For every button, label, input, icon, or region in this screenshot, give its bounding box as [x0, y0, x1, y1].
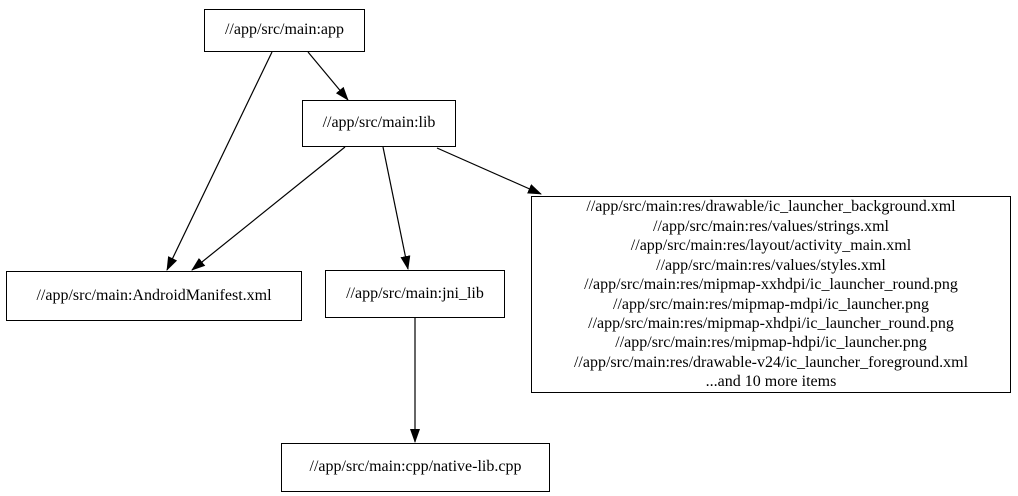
node-label-android-manifest: //app/src/main:AndroidManifest.xml: [36, 286, 272, 304]
graph-node-jni-lib: //app/src/main:jni_lib: [325, 270, 505, 318]
resource-item: //app/src/main:res/mipmap-xhdpi/ic_launc…: [588, 314, 954, 332]
graph-node-android-manifest: //app/src/main:AndroidManifest.xml: [6, 271, 302, 321]
resource-item: //app/src/main:res/mipmap-xxhdpi/ic_laun…: [584, 276, 958, 294]
graph-node-app: //app/src/main:app: [204, 9, 365, 52]
edge-lib-to-resources: [436, 147, 542, 195]
resource-more-items: ...and 10 more items: [705, 373, 837, 391]
node-label-lib: //app/src/main:lib: [322, 114, 436, 132]
resource-item: //app/src/main:res/values/strings.xml: [653, 217, 889, 235]
graph-node-native-lib-cpp: //app/src/main:cpp/native-lib.cpp: [281, 443, 550, 492]
node-label-jni-lib: //app/src/main:jni_lib: [346, 284, 484, 302]
edge-lib-to-jni-lib: [382, 146, 411, 270]
edge-app-to-manifest: [166, 51, 273, 271]
resource-item: //app/src/main:res/layout/activity_main.…: [630, 237, 912, 255]
resource-item: //app/src/main:res/drawable-v24/ic_launc…: [573, 353, 969, 371]
node-label-native-lib-cpp: //app/src/main:cpp/native-lib.cpp: [309, 458, 522, 476]
resource-item: //app/src/main:res/values/styles.xml: [656, 256, 886, 274]
resource-item: //app/src/main:res/mipmap-mdpi/ic_launch…: [613, 295, 929, 313]
graph-node-lib: //app/src/main:lib: [302, 100, 456, 147]
graph-node-resources-group: //app/src/main:res/drawable/ic_launcher_…: [531, 196, 1011, 393]
node-label-app: //app/src/main:app: [224, 21, 345, 39]
resource-item: //app/src/main:res/drawable/ic_launcher_…: [586, 198, 956, 216]
edge-lib-to-manifest: [191, 146, 346, 271]
resource-item: //app/src/main:res/mipmap-hdpi/ic_launch…: [615, 334, 927, 352]
edge-app-to-lib: [307, 51, 349, 101]
